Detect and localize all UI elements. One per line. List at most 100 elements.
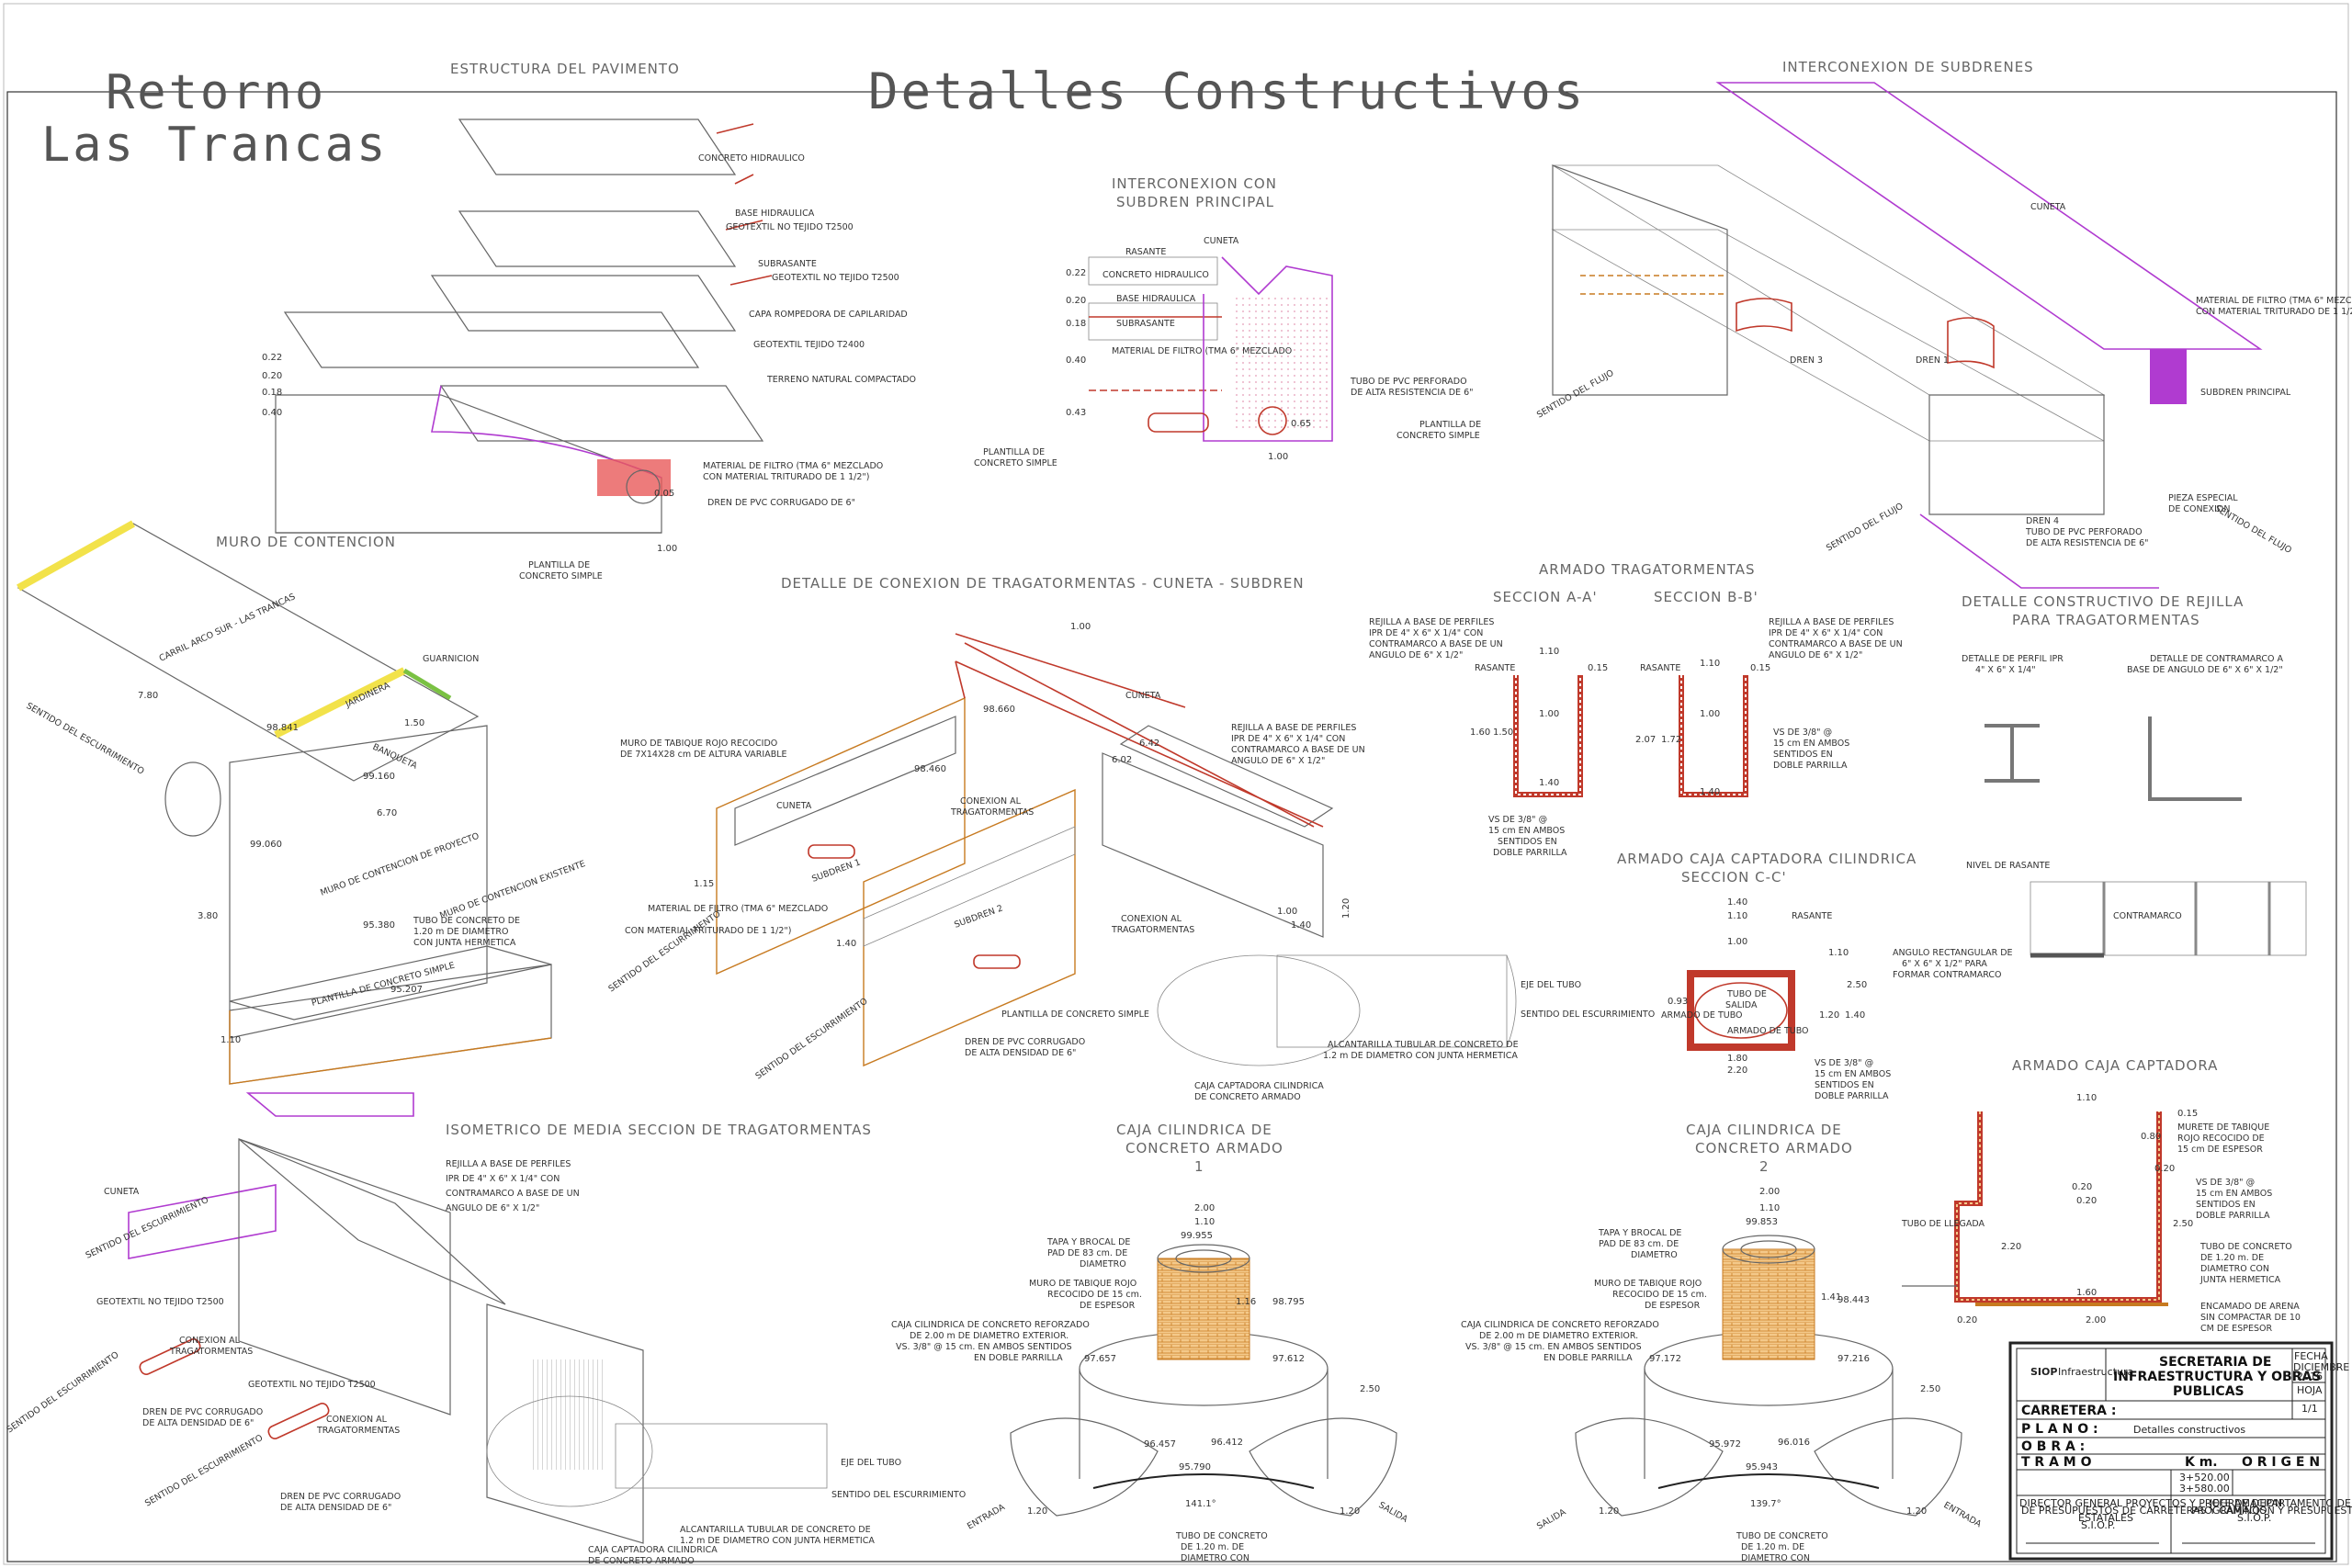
lbl-rejilla-c: CONTRAMARCO A BASE DE UN bbox=[1231, 745, 1365, 755]
dim-110-c2: 1.10 bbox=[1828, 948, 1849, 958]
grate-detail: DETALLE CONSTRUCTIVO DE REJILLA PARA TRA… bbox=[1893, 593, 2307, 980]
section-title-cil1-2: CONCRETO ARMADO bbox=[1125, 1140, 1283, 1156]
lbl-plantilla-6: CONCRETO SIMPLE bbox=[974, 458, 1057, 468]
lbl-vs-b4: DOBLE PARRILLA bbox=[1773, 761, 1848, 771]
lbl-eje-tubo-1: EJE DEL TUBO bbox=[1521, 980, 1581, 990]
dim-110-a: 1.10 bbox=[1539, 647, 1559, 657]
dim-140-con: 1.40 bbox=[836, 939, 856, 949]
dim-160-a: 1.60 bbox=[1470, 728, 1490, 738]
dim-220-d: 2.20 bbox=[2001, 1242, 2021, 1252]
lbl-conexion-trag-4: TRAGATORMENTAS bbox=[1111, 925, 1194, 935]
lbl-cuneta-1: CUNETA bbox=[1204, 236, 1239, 246]
dim-140-con-2: 1.40 bbox=[1291, 920, 1311, 931]
lbl-perfil-ipr: DETALLE DE PERFIL IPR bbox=[1962, 654, 2064, 664]
dim-180-c: 1.80 bbox=[1727, 1054, 1747, 1064]
lbl-material-filtro: MATERIAL DE FILTRO (TMA 6" MEZCLADO bbox=[703, 461, 883, 471]
dim-200-f: 2.00 bbox=[1759, 1187, 1780, 1197]
elev-95790: 95.790 bbox=[1179, 1462, 1211, 1472]
lbl-tubo-pvc-3: TUBO DE PVC PERFORADO bbox=[2025, 527, 2143, 537]
lbl-subdren-2: SUBDREN 2 bbox=[953, 903, 1004, 930]
lbl-rejilla-n: IPR DE 4" X 6" X 1/4" CON bbox=[446, 1174, 560, 1184]
lbl-rejilla-i: REJILLA A BASE DE PERFILES bbox=[1769, 617, 1894, 627]
dim-022-b: 0.22 bbox=[1066, 268, 1086, 278]
pavement-structure-detail: ESTRUCTURA DEL PAVIMENTO CONCRETO HIDRAU… bbox=[262, 61, 916, 581]
lbl-terreno: TERRENO NATURAL COMPACTADO bbox=[766, 375, 916, 385]
lbl-tubo-concreto-3: CON JUNTA HERMETICA bbox=[413, 938, 516, 948]
sheet-border bbox=[3, 3, 2349, 1565]
dim-140-a: 1.40 bbox=[1539, 778, 1559, 788]
lbl-sentido-esc-3: SENTIDO DEL ESCURRIMIENTO bbox=[606, 909, 722, 995]
elev-96412: 96.412 bbox=[1211, 1438, 1243, 1448]
lbl-caja-captadora-4: DE CONCRETO ARMADO bbox=[588, 1556, 695, 1566]
lbl-conexion-trag-1: CONEXION AL bbox=[960, 796, 1022, 807]
lbl-tubo-pvc-2: DE ALTA RESISTENCIA DE 6" bbox=[1351, 388, 1474, 398]
lbl-tubo-salida-1: TUBO DE bbox=[1726, 989, 1767, 999]
dim-160-d: 1.60 bbox=[2076, 1288, 2097, 1298]
elev-95207: 95.207 bbox=[390, 985, 423, 995]
dim-020-b: 0.20 bbox=[1066, 296, 1086, 306]
lbl-base-hidraulica: BASE HIDRAULICA bbox=[735, 209, 815, 219]
lbl-tubo-conc-cil-7: DIAMETRO CON bbox=[1181, 1553, 1250, 1563]
lbl-geotextil-t2400: GEOTEXTIL TEJIDO T2400 bbox=[753, 340, 865, 350]
lbl-tubo-salida-2: SALIDA bbox=[1725, 1000, 1758, 1010]
elev-96016: 96.016 bbox=[1778, 1438, 1810, 1448]
lbl-plantilla-5: PLANTILLA DE bbox=[983, 447, 1045, 457]
lbl-caja-ref-8: EN DOBLE PARRILLA bbox=[1544, 1353, 1633, 1363]
lbl-sentido-flujo-2: SENTIDO DEL FLUJO bbox=[2213, 503, 2294, 556]
dim-220-c: 2.20 bbox=[1727, 1066, 1747, 1076]
lbl-tubo-concreto-1: TUBO DE CONCRETO DE bbox=[413, 916, 520, 926]
dim-140-c: 1.40 bbox=[1727, 897, 1747, 908]
lbl-cuneta-2: CUNETA bbox=[2030, 202, 2066, 212]
lbl-alcantarilla-4: 1.2 m DE DIAMETRO CON JUNTA HERMETICA bbox=[680, 1536, 875, 1546]
dim-140-c2: 1.40 bbox=[1845, 1010, 1865, 1021]
title-line1: Retorno bbox=[106, 65, 326, 120]
elev-97612: 97.612 bbox=[1272, 1354, 1305, 1364]
dim-172-b: 1.72 bbox=[1661, 735, 1681, 745]
dim-116-e: 1.16 bbox=[1236, 1297, 1256, 1307]
subdren-principal-detail: INTERCONEXION CON SUBDREN PRINCIPAL RASA… bbox=[974, 175, 1481, 468]
lbl-caja-ref-4: EN DOBLE PARRILLA bbox=[974, 1353, 1063, 1363]
lbl-plantilla-4: CONCRETO SIMPLE bbox=[1396, 431, 1480, 441]
lbl-tubo-conc-cil-1: TUBO DE CONCRETO bbox=[2199, 1242, 2292, 1252]
isometric-half-section: ISOMETRICO DE MEDIA SECCION DE TRAGATORM… bbox=[5, 1092, 966, 1566]
lbl-rejilla-b: IPR DE 4" X 6" X 1/4" CON bbox=[1231, 734, 1345, 744]
dim-100-con-2: 1.00 bbox=[1277, 907, 1297, 917]
elev-98841: 98.841 bbox=[266, 723, 299, 733]
tb-firma-1d: S.I.O.P. bbox=[2081, 1519, 2115, 1531]
elev-97657: 97.657 bbox=[1084, 1354, 1116, 1364]
lbl-tubo-conc-cil-4: JUNTA HERMETICA bbox=[2199, 1275, 2281, 1285]
dim-250-e: 2.50 bbox=[1360, 1384, 1380, 1394]
lbl-tubo-pvc: TUBO DE PVC PERFORADO bbox=[1350, 377, 1467, 387]
lbl-dren4: DREN 4 bbox=[2026, 516, 2059, 526]
angle-139: 139.7° bbox=[1750, 1499, 1781, 1509]
lbl-caja-ref-2: DE 2.00 m DE DIAMETRO EXTERIOR. bbox=[910, 1331, 1069, 1341]
lbl-vs-c2: 15 cm EN AMBOS bbox=[1815, 1069, 1891, 1079]
dim-602: 6.02 bbox=[1112, 755, 1132, 765]
dim-022: 0.22 bbox=[262, 353, 282, 363]
lbl-pieza-especial-2: DE CONEXION bbox=[2168, 504, 2230, 514]
section-title-cil1-3: 1 bbox=[1194, 1158, 1204, 1175]
lbl-tubo-conc-cil-8: TUBO DE CONCRETO bbox=[1736, 1531, 1828, 1541]
elev-98795: 98.795 bbox=[1272, 1297, 1305, 1307]
dim-380: 3.80 bbox=[198, 911, 218, 921]
lbl-tubo-conc-cil-2: DE 1.20 m. DE bbox=[2200, 1253, 2264, 1263]
dim-250-f: 2.50 bbox=[1920, 1384, 1940, 1394]
section-title-cil2-1: CAJA CILINDRICA DE bbox=[1686, 1122, 1842, 1138]
lbl-encamado-2: SIN COMPACTAR DE 10 bbox=[2200, 1313, 2301, 1323]
dim-093-c: 0.93 bbox=[1668, 997, 1688, 1007]
lbl-carril: CARRIL ARCO SUR - LAS TRANCAS bbox=[158, 592, 298, 663]
dim-120-f1: 1.20 bbox=[1599, 1506, 1619, 1517]
dim-018-b: 0.18 bbox=[1066, 319, 1086, 329]
lbl-rejilla-a: REJILLA A BASE DE PERFILES bbox=[1231, 723, 1356, 733]
lbl-rejilla-o: CONTRAMARCO A BASE DE UN bbox=[446, 1189, 580, 1199]
tb-firma-1c: ESTATALES bbox=[2078, 1512, 2133, 1524]
lbl-conexion-trag-6: TRAGATORMENTAS bbox=[169, 1347, 253, 1357]
tb-hoja-val: 1/1 bbox=[2301, 1403, 2318, 1415]
lbl-sentido-flujo-1: SENTIDO DEL FLUJO bbox=[1825, 502, 1905, 554]
dim-120-con: 1.20 bbox=[1341, 898, 1351, 919]
lbl-tapa-3: DIAMETRO bbox=[1080, 1259, 1126, 1269]
lbl-plantilla: PLANTILLA DE bbox=[528, 560, 590, 570]
tb-km-label: K m. bbox=[2185, 1455, 2218, 1470]
lbl-mat-filtro-6: CON MATERIAL TRITURADO DE 1 1/2") bbox=[625, 926, 791, 936]
lbl-geotextil-4: GEOTEXTIL NO TEJIDO T2500 bbox=[248, 1380, 376, 1390]
